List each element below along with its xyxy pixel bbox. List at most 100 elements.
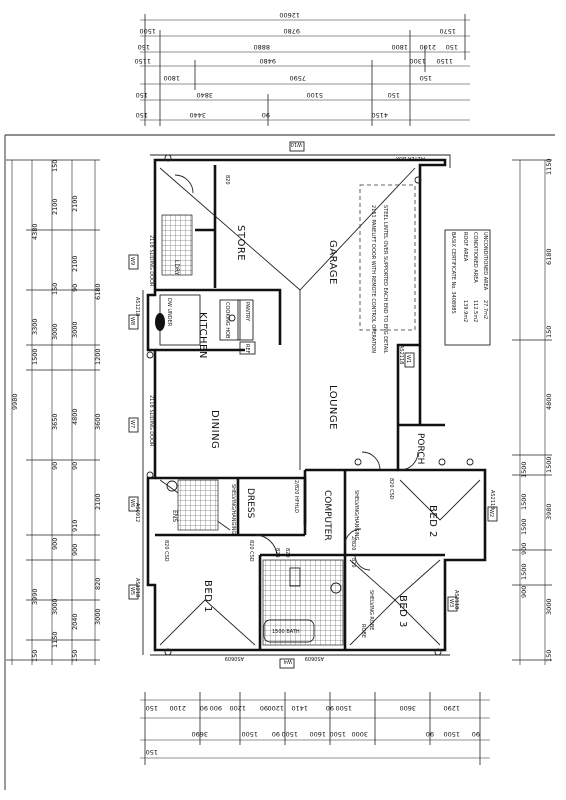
dim-top-4a: 1150 [134,57,151,65]
dim-left-2g: 900 [51,538,59,550]
external-skin [142,154,451,656]
dim-bot-2b: 1500 [241,730,258,738]
door-sliding-top: 2118 SLIDING DOOR [148,235,154,287]
dim-right-2b: 1500 [520,493,528,510]
dim-right-1h: 150 [545,650,553,662]
label-shelving-robe: SHELVING ROBE [368,590,374,630]
dim-bot-1e: 1200 [229,704,246,712]
dim-left-1d: 3990 [31,588,39,605]
label-pantry: PANTRY [244,302,250,322]
dim-bot-2a: 3690 [191,730,208,738]
window-w7: W7 [129,420,135,428]
dim-left-4d: 2100 [94,493,102,510]
window-w3: W3 [448,599,454,607]
window-w4: W4 [284,658,292,664]
dim-bot-2e: 3000 [351,730,368,738]
wsize-a2118b: AS2118 [453,590,459,609]
dim-left-2e: 3650 [51,413,59,430]
dim-top-6a: 150 [136,91,148,99]
dim-bot-1d: 900 [210,704,222,712]
window-w10: W10 [291,141,302,147]
dim-right-2d: 900 [520,543,528,555]
dim-top-3d: 2100 [419,43,436,51]
door-820g: 2/820 [350,536,356,550]
dim-bot-1a: 150 [146,704,158,712]
label-dw: DW UNDER [166,298,172,327]
room-dining: DINING [209,410,220,449]
window-w5: W5 [129,587,135,595]
top-dimensions: 12600 1500 9780 1570 150 8880 1800 2100 … [134,11,470,126]
dim-left-3i: 2040 [71,613,79,630]
dim-top-6c: 5100 [306,91,323,99]
dim-top-7d: 4150 [371,111,388,119]
dim-top-7a: 150 [136,111,148,119]
dim-top-6d: 150 [388,91,400,99]
wsize-a2118c: AS2118 [489,490,495,509]
area-row-3-label: UNCONDITIONED AREA [482,232,488,291]
dim-left-1b: 3300 [31,318,39,335]
dim-bot-1b: 2100 [169,704,186,712]
door-820e: 820 [284,548,290,558]
dim-left-2d: 3000 [51,323,59,340]
dim-top-2b: 9780 [283,27,300,35]
wsize-a2118a: AS1218 [134,578,140,597]
room-porch: PORCH [415,433,425,464]
dim-top-3a: 150 [138,43,150,51]
window-w9: W9 [129,257,135,265]
door-sliding-mid: 2118 SLIDING DOOR [148,395,154,447]
window-w2: W2 [488,509,494,517]
label-cooking: COOKING HOB [224,302,230,339]
dim-bot-1f: 90 [260,704,268,712]
window-w1: W1 [405,355,411,363]
dim-left-2i: 1150 [51,631,59,648]
dim-bot-1j: 1500 [335,704,352,712]
left-dimensions: 9980 4380 3300 1500 3990 150 150 2100 15… [6,160,102,665]
room-store: STORE [235,225,246,261]
dim-bot-3a: 150 [146,748,158,756]
dim-right-2e: 1500 [520,563,528,580]
door-820h: 820 [350,558,356,568]
dim-right-2f: 900 [520,586,528,598]
right-dimensions: 1150 6180 150 4800 1500 3980 3000 150 15… [512,158,553,665]
dim-left-4f: 3000 [94,608,102,625]
window-tags: W10 W9 W8 W7 W6 W5 W4 W3 W2 W1 [128,141,498,669]
room-computer: COMPUTER [322,490,332,541]
dim-right-2a: 1500 [520,461,528,478]
dim-left-3b: 2100 [71,255,79,272]
area-table: BASIX CERTIFICATE No. 340898S ROOF AREA … [444,229,491,346]
garage-door-zone [359,184,416,331]
door-820f: 2/820 HFHLD [293,480,299,513]
dim-bot-1h: 1410 [291,704,308,712]
dim-left-3d: 3000 [71,321,79,338]
dim-right-1f: 3980 [545,503,553,520]
label-shelving-1: SHELVING/HANGING [230,484,236,535]
dim-bot-2g: 1500 [329,730,346,738]
room-lounge: LOUNGE [327,385,338,430]
dim-right-1a: 1150 [545,158,553,175]
dim-left-3c: 90 [71,284,79,292]
room-bed1: BED 1 [202,580,213,613]
area-row-3-value: 27.7m2 [482,300,488,319]
door-820a: 820 [224,175,230,185]
room-dress: DRESS [245,488,255,519]
hob-icon [228,314,236,322]
label-ref: REF [244,344,250,354]
dim-left-1c: 1500 [31,348,39,365]
area-table-title: BASIX CERTIFICATE No. 340898S [450,232,456,314]
dim-top-5b: 7590 [289,74,306,82]
dim-bot-1l: 1290 [443,704,460,712]
window-w8: W8 [129,317,135,325]
room-labels: STORE GARAGE KITCHEN LOUNGE DINING PORCH… [171,225,438,628]
room-bed2: BED 2 [427,505,438,538]
room-ens: ENS [171,510,178,522]
sink-icon [155,313,165,331]
wsize-a0609b: AS0609 [305,655,324,661]
external-walls [146,158,487,652]
dim-bot-1i: 90 [326,704,334,712]
wsize-a1218: AS1218 [134,297,140,316]
door-820i: 820 CSD [388,478,394,500]
dim-right-2c: 1500 [520,518,528,535]
label-robe: ROBE [360,624,366,638]
dim-left-3a: 2100 [71,195,79,212]
kitchen-fixtures [155,294,256,355]
